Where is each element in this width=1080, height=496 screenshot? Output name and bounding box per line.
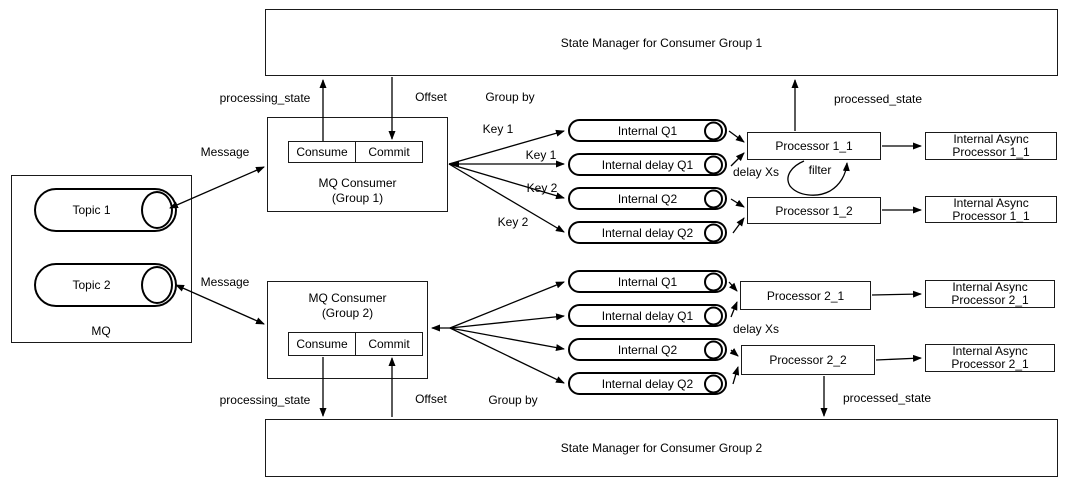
queue-cap-circle [704, 374, 723, 393]
queue-label: Internal Q2 [617, 191, 678, 206]
processor-2-2-label: Processor 2_2 [769, 353, 847, 367]
queue-cap-circle [704, 272, 723, 291]
consumer1-cells: Consume Commit [288, 141, 423, 163]
async-processor-2-2-box: Internal Async Processor 2_1 [925, 344, 1055, 372]
label-message-group2: Message [200, 275, 250, 289]
queue-cap-circle [704, 306, 723, 325]
queue-internal-delay-q1-group1: Internal delay Q1 [568, 153, 727, 176]
async-line2: Processor 2_1 [951, 357, 1029, 371]
processor-1-2-label: Processor 1_2 [775, 203, 853, 218]
processor-2-1-label: Processor 2_1 [766, 288, 845, 303]
arrow-delayq1-processor21 [730, 301, 738, 318]
consumer1-title-line2: (Group 1) [331, 191, 384, 205]
queue-cap-circle [704, 121, 723, 140]
cylinder-cap [141, 266, 173, 304]
async-line2: Processor 1_1 [952, 208, 1030, 223]
mq-label: MQ [91, 324, 111, 338]
arrow-q1-fan-group2 [449, 281, 565, 329]
async-line1: Internal Async [952, 280, 1028, 294]
label-delay-group2: delay Xs [732, 322, 780, 336]
consume-cell-group2: Consume [296, 337, 348, 351]
async-line2: Processor 2_1 [951, 293, 1029, 307]
topic-2-label: Topic 2 [72, 278, 111, 292]
arrow-q2-fan-group2 [449, 327, 565, 351]
queue-cap-circle [704, 223, 723, 242]
label-group-by-group1: Group by [485, 90, 535, 104]
label-message-group1: Message [200, 145, 250, 159]
commit-cell-group2: Commit [355, 333, 422, 355]
topic-1-label: Topic 1 [72, 203, 111, 217]
label-offset-group2: Offset [415, 392, 447, 406]
async-line1: Internal Async [953, 132, 1029, 146]
arrow-processor22-async [875, 354, 922, 362]
queue-label: Internal Q2 [617, 342, 678, 357]
arrow-q2-processor12 [730, 198, 745, 208]
arrow-delayq2-processor22 [732, 366, 740, 385]
arrow-delayq1-fan-group2 [449, 313, 565, 329]
topic-1-cylinder: Topic 1 [34, 188, 177, 232]
queue-internal-q2-group1: Internal Q2 [568, 187, 727, 210]
queue-label: Internal delay Q2 [601, 376, 694, 391]
processor-2-2-box: Processor 2_2 [741, 345, 875, 375]
arrow-q2-processor22 [729, 348, 739, 357]
queue-label: Internal Q1 [617, 274, 678, 289]
queue-label: Internal delay Q1 [601, 157, 694, 172]
mq-consumer-group1-box: MQ Consumer (Group 1) [267, 117, 448, 212]
state-manager-group2-label: State Manager for Consumer Group 2 [560, 441, 763, 455]
processor-1-2-box: Processor 1_2 [747, 197, 881, 224]
label-processed-state-group1: processed_state [833, 92, 923, 106]
state-manager-group1-label: State Manager for Consumer Group 1 [560, 35, 763, 50]
async-processor-2-1-box: Internal Async Processor 2_1 [925, 280, 1055, 308]
mq-consumer-group2-box: MQ Consumer (Group 2) [267, 281, 428, 379]
label-group-by-group2: Group by [488, 393, 538, 407]
consume-cell-group1: Consume [296, 145, 348, 159]
label-key2a-group1: Key 2 [526, 181, 558, 195]
consumer2-title-line2: (Group 2) [321, 306, 374, 320]
consumer2-title-line1: MQ Consumer [308, 291, 387, 305]
queue-cap-circle [704, 340, 723, 359]
label-key2b-group1: Key 2 [497, 215, 529, 229]
label-offset-group1: Offset [415, 90, 447, 104]
queue-cap-circle [704, 189, 723, 208]
label-processing-state-group2: processing_state [219, 393, 311, 407]
async-processor-1-2-box: Internal Async Processor 1_1 [925, 196, 1057, 223]
topic-2-cylinder: Topic 2 [34, 263, 177, 307]
arrow-processor21-async [871, 290, 922, 298]
arrow-delayq2-fan-group2 [449, 327, 565, 384]
queue-cap-circle [704, 155, 723, 174]
commit-cell-group1: Commit [355, 142, 422, 162]
async-processor-1-1-box: Internal Async Processor 1_1 [925, 132, 1057, 160]
queue-internal-q1-group2: Internal Q1 [568, 270, 727, 293]
queue-label: Internal delay Q2 [601, 225, 694, 240]
cylinder-cap [141, 191, 173, 229]
queue-internal-delay-q2-group1: Internal delay Q2 [568, 221, 727, 244]
queue-internal-delay-q2-group2: Internal delay Q2 [568, 372, 727, 395]
label-key1a-group1: Key 1 [482, 122, 514, 136]
label-processing-state-group1: processing_state [219, 91, 311, 105]
arrow-q1-processor11 [728, 130, 745, 143]
label-filter-group1: filter [808, 163, 832, 177]
mq-consumer-group1-title: MQ Consumer (Group 1) [268, 176, 447, 206]
processor-1-1-box: Processor 1_1 [747, 132, 881, 160]
async-line2: Processor 1_1 [952, 145, 1030, 159]
mq-consumer-group2-title: MQ Consumer (Group 2) [268, 291, 427, 321]
queue-internal-delay-q1-group2: Internal delay Q1 [568, 304, 727, 327]
arrow-delayq2-processor12 [732, 217, 745, 234]
consumer1-title-line1: MQ Consumer [318, 176, 397, 190]
queue-label: Internal delay Q1 [601, 308, 694, 323]
label-key1b-group1: Key 1 [525, 148, 557, 162]
queue-internal-q2-group2: Internal Q2 [568, 338, 727, 361]
processor-1-1-label: Processor 1_1 [775, 139, 853, 153]
processor-2-1-box: Processor 2_1 [740, 281, 871, 310]
queue-label: Internal Q1 [617, 123, 678, 138]
label-delay-group1: delay Xs [732, 165, 780, 179]
arrow-q1-processor21 [728, 281, 738, 292]
label-processed-state-group2: processed_state [842, 391, 932, 405]
state-manager-group2-box: State Manager for Consumer Group 2 [265, 419, 1058, 477]
state-manager-group1-box: State Manager for Consumer Group 1 [265, 9, 1058, 76]
async-line1: Internal Async [952, 344, 1028, 358]
queue-internal-q1-group1: Internal Q1 [568, 119, 727, 142]
consumer2-cells: Consume Commit [288, 332, 423, 356]
async-line1: Internal Async [953, 195, 1029, 210]
